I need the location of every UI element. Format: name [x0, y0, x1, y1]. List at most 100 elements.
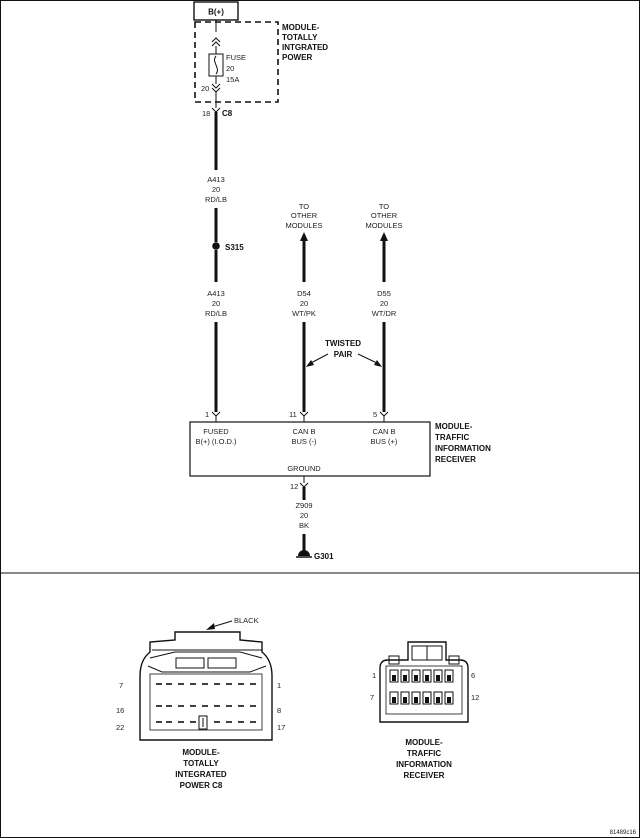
c8-key	[198, 715, 208, 730]
wire-z909-label: Z909 20 BK	[295, 501, 312, 530]
tir-pin-bot-left: 7	[370, 693, 374, 702]
pin-11-chevron-icon	[299, 411, 309, 417]
svg-text:INTGRATED: INTGRATED	[282, 43, 328, 52]
svg-text:TRAFFIC: TRAFFIC	[407, 749, 441, 758]
receiver-module-box	[189, 421, 431, 477]
svg-text:D54: D54	[297, 289, 311, 298]
c8-color-leader	[211, 620, 233, 628]
tipm-out-pin: 18	[202, 109, 210, 118]
svg-text:MODULE-: MODULE-	[282, 23, 320, 32]
c8-pin-mid-right: 8	[277, 706, 281, 715]
svg-text:CAN B: CAN B	[373, 427, 396, 436]
c8-pin-field	[149, 673, 263, 731]
fuse-rating: 15A	[226, 75, 239, 84]
svg-text:WT/DR: WT/DR	[372, 309, 397, 318]
svg-text:BK: BK	[299, 521, 309, 530]
svg-text:INFORMATION: INFORMATION	[435, 444, 491, 453]
receiver-pin-ground: 12	[290, 482, 298, 491]
receiver-pin-can-minus: 11	[289, 410, 297, 419]
receiver-pin-fused: 1	[205, 410, 209, 419]
wire-a413-upper-label: A413 20 RD/LB	[205, 175, 227, 204]
receiver-label-fused: FUSED B(+) (I.O.D.)	[195, 427, 237, 446]
receiver-label-ground: GROUND	[287, 464, 321, 473]
svg-text:PAIR: PAIR	[334, 350, 353, 359]
receiver-label-can-minus: CAN B BUS (-)	[292, 427, 318, 446]
svg-text:RECEIVER: RECEIVER	[404, 771, 445, 780]
svg-text:MODULES: MODULES	[285, 221, 322, 230]
svg-text:POWER C8: POWER C8	[180, 781, 223, 790]
fuse-number: 20	[226, 64, 234, 73]
c8-pin-top-right: 1	[277, 681, 281, 690]
wire-a413-lower-label: A413 20 RD/LB	[205, 289, 227, 318]
splice-label: S315	[225, 243, 244, 252]
tipm-connector-label: C8	[222, 109, 233, 118]
tir-connector-view	[379, 641, 469, 723]
tir-caption: MODULE- TRAFFIC INFORMATION RECEIVER	[396, 738, 452, 780]
tir-pin-top-left: 1	[372, 671, 376, 680]
svg-text:TRAFFIC: TRAFFIC	[435, 433, 469, 442]
svg-text:POWER: POWER	[282, 53, 312, 62]
svg-text:MODULE-: MODULE-	[435, 422, 473, 431]
svg-text:20: 20	[300, 299, 308, 308]
c8-caption: MODULE- TOTALLY INTEGRATED POWER C8	[175, 748, 227, 790]
figure-id: 81489c16	[610, 830, 637, 836]
svg-text:BUS (-): BUS (-)	[292, 437, 318, 446]
receiver-pin-can-plus: 5	[373, 410, 377, 419]
svg-text:OTHER: OTHER	[371, 211, 398, 220]
svg-text:MODULES: MODULES	[365, 221, 402, 230]
svg-text:TOTALLY: TOTALLY	[282, 33, 318, 42]
svg-text:20: 20	[212, 185, 220, 194]
c8-connector-outline	[139, 631, 273, 741]
svg-text:OTHER: OTHER	[291, 211, 318, 220]
c8-connector-view	[139, 631, 273, 741]
svg-text:RECEIVER: RECEIVER	[435, 455, 476, 464]
c8-pin-chevron-icon	[211, 107, 221, 113]
to-other-modules-2-label: TO OTHER MODULES	[365, 202, 402, 230]
tir-pin-field	[385, 665, 463, 715]
twisted-pair-arrowhead-right-icon	[374, 360, 382, 367]
fuse-pin-number: 20	[201, 84, 209, 93]
svg-text:BUS (+): BUS (+)	[371, 437, 398, 446]
twisted-pair-arrow-right	[357, 353, 380, 365]
svg-text:TOTALLY: TOTALLY	[183, 759, 219, 768]
c8-latch	[175, 657, 205, 669]
twisted-pair-label: TWISTED PAIR	[325, 339, 361, 359]
tipm-module-box	[194, 21, 279, 103]
power-source-label: B(+)	[208, 8, 224, 17]
c8-pin-bot-right: 17	[277, 723, 285, 732]
receiver-label-can-plus: CAN B BUS (+)	[371, 427, 398, 446]
svg-text:20: 20	[380, 299, 388, 308]
svg-text:20: 20	[300, 511, 308, 520]
tir-pin-bot-right: 12	[471, 693, 479, 702]
svg-text:RD/LB: RD/LB	[205, 309, 227, 318]
svg-text:TO: TO	[379, 202, 389, 211]
svg-text:TO: TO	[299, 202, 309, 211]
ground-symbol-icon	[298, 550, 310, 556]
svg-text:B(+) (I.O.D.): B(+) (I.O.D.)	[195, 437, 237, 446]
wire-d54-label: D54 20 WT/PK	[292, 289, 316, 318]
c8-pin-cavities	[156, 683, 256, 723]
fuse-input-chevron-icon	[211, 37, 221, 47]
fuse-label: FUSE	[226, 53, 246, 62]
twisted-pair-arrowhead-left-icon	[306, 360, 314, 367]
svg-text:TWISTED: TWISTED	[325, 339, 361, 348]
to-other-modules-1-label: TO OTHER MODULES	[285, 202, 322, 230]
splice-dot-icon	[212, 242, 220, 250]
tipm-module-label: MODULE- TOTALLY INTGRATED POWER	[282, 23, 328, 62]
pin-1-chevron-icon	[211, 411, 221, 417]
svg-text:20: 20	[212, 299, 220, 308]
c8-pin-mid-left: 16	[116, 706, 124, 715]
svg-text:Z909: Z909	[295, 501, 312, 510]
svg-text:FUSED: FUSED	[203, 427, 229, 436]
svg-text:MODULE-: MODULE-	[405, 738, 443, 747]
c8-color-label: BLACK	[234, 616, 259, 625]
pin-12-chevron-icon	[299, 482, 309, 488]
svg-text:A413: A413	[207, 175, 225, 184]
tir-pin-top-right: 6	[471, 671, 475, 680]
c8-pin-top-left: 7	[119, 681, 123, 690]
ground-point-label: G301	[314, 552, 334, 561]
svg-text:CAN B: CAN B	[293, 427, 316, 436]
